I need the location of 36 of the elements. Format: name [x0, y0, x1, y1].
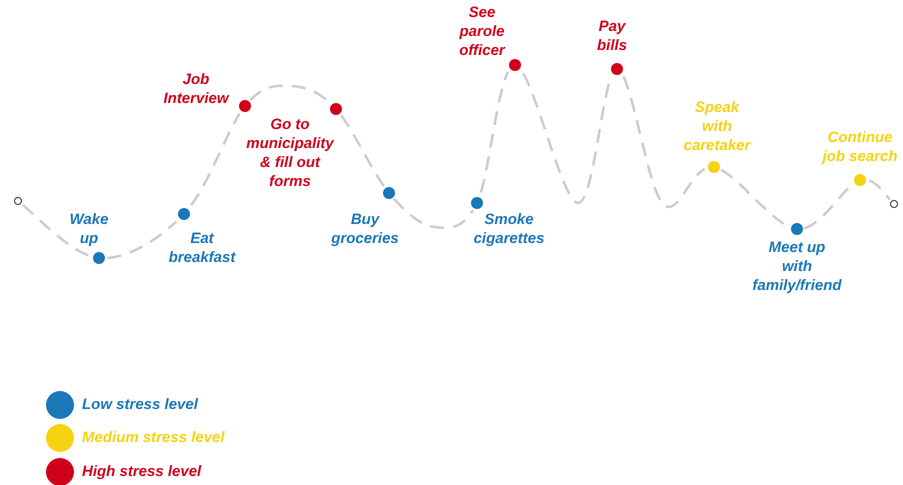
legend-label: Low stress level	[82, 395, 198, 414]
stress-dot	[471, 197, 483, 209]
stress-dot	[791, 223, 803, 235]
stress-dot	[93, 252, 105, 264]
legend-label: High stress level	[82, 462, 202, 481]
endpoint-circle	[14, 197, 22, 205]
event-label: Eat breakfast	[168, 229, 237, 267]
event-label: Wake up	[68, 210, 110, 248]
event-label: Pay bills	[596, 17, 628, 55]
event-label: Continue job search	[820, 128, 899, 166]
event-label: See parole officer	[458, 3, 506, 60]
endpoint-circle	[890, 200, 898, 208]
stress-dot	[330, 103, 342, 115]
dashed-path-line	[868, 179, 891, 200]
dashed-path-line	[22, 204, 91, 258]
event-label: Go to municipality & fill out forms	[245, 115, 336, 191]
dashed-path-line	[340, 114, 385, 188]
stress-dot	[239, 100, 251, 112]
dashed-path-line	[190, 112, 241, 206]
event-label: Job Interview	[162, 70, 230, 108]
stress-dot	[509, 59, 521, 71]
dashed-path-line	[480, 71, 510, 193]
event-label: Smoke cigarettes	[472, 210, 546, 248]
event-label: Speak with caretaker	[682, 98, 752, 155]
event-label: Buy groceries	[330, 210, 400, 248]
dashed-path-line	[107, 220, 178, 260]
dashed-path-line	[622, 76, 706, 208]
stress-dot	[611, 63, 623, 75]
stress-dot	[854, 174, 866, 186]
dashed-path-line	[522, 72, 612, 204]
stress-dot	[178, 208, 190, 220]
dashed-path-line	[392, 198, 474, 229]
legend-label: Medium stress level	[82, 428, 225, 447]
event-label: Meet up with family/friend	[752, 238, 842, 295]
stress-dot	[383, 187, 395, 199]
stress-dot	[708, 161, 720, 173]
